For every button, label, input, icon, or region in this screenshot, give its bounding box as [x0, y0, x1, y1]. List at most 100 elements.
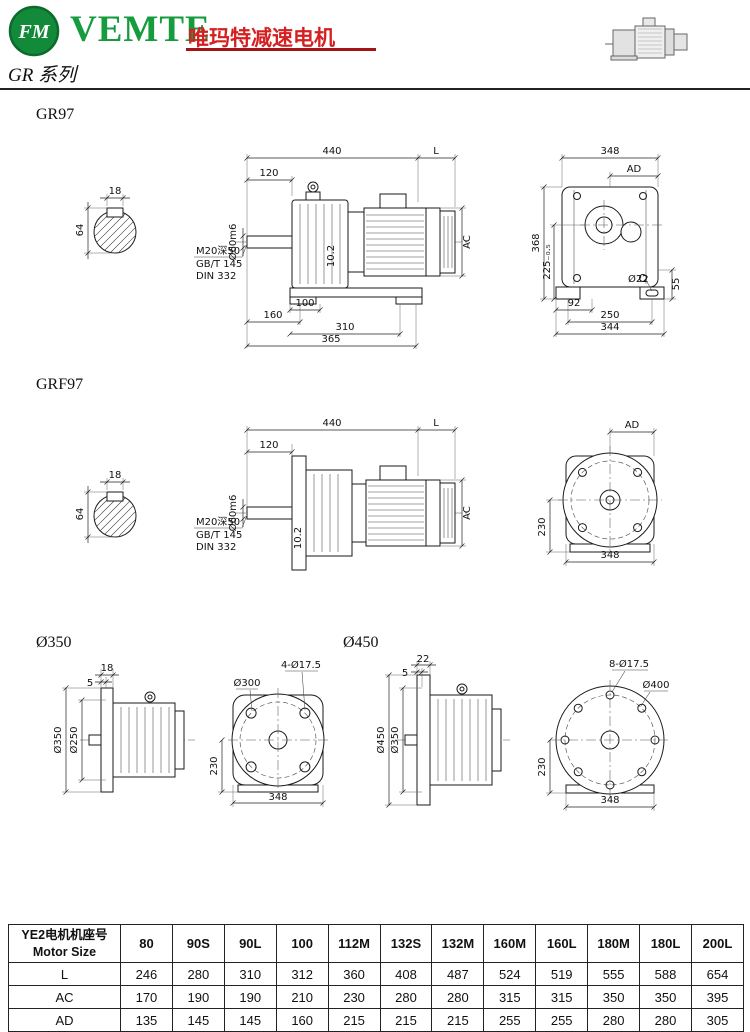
flange-drawings: 18 5 Ø350 Ø250 4-Ø17.5 Ø300 230 348	[52, 655, 670, 811]
dim-label: 5	[87, 678, 93, 689]
table-cell: 408	[379, 962, 433, 986]
dim-label: 120	[259, 440, 278, 451]
dim-label: 348	[600, 146, 619, 157]
dim-label: Ø22	[628, 273, 649, 285]
subtitle-underline	[186, 48, 376, 51]
dim-label: 64	[75, 224, 86, 237]
flange450-face-view: 8-Ø17.5 Ø400 230 348	[537, 658, 670, 811]
table-cell: 190	[171, 985, 225, 1009]
table-cell: 305	[690, 1008, 745, 1032]
dim-label: 440	[322, 146, 341, 157]
table-cell: 524	[483, 962, 537, 986]
table-cell: 145	[223, 1008, 277, 1032]
gr97-drawing: 18 64	[75, 146, 682, 349]
table-row-AC: AC 170 190 190 210 230 280 280 315 315 3…	[8, 985, 745, 1009]
dim-label: Ø300	[234, 677, 261, 689]
table-cell: 280	[379, 985, 433, 1009]
grf97-shaft-section: 18 64	[75, 470, 137, 543]
table-col-header: 180L	[639, 924, 692, 963]
flange450-profile-view: 22 5 Ø450 Ø350	[375, 655, 510, 808]
dim-label: 10.2	[326, 245, 337, 267]
dim-label: 230	[209, 756, 220, 775]
section-title-grf97: GRF97	[36, 376, 84, 393]
table-cell: 255	[535, 1008, 589, 1032]
table-col-header: 160M	[483, 924, 537, 963]
tap-note: M20深50	[196, 516, 240, 528]
table-col-header: 132S	[379, 924, 433, 963]
motor-illustration	[605, 17, 688, 61]
dim-label: Ø350	[389, 727, 401, 754]
dim-label: Ø450	[375, 727, 387, 754]
dim-label: AD	[627, 164, 642, 175]
dim-label: L	[433, 418, 439, 429]
dimension-table: YE2电机机座号 Motor Size 80 90S 90L 100 112M …	[8, 924, 745, 1032]
table-cell: 280	[171, 962, 225, 986]
dim-label: 18	[101, 663, 114, 674]
dim-label: 55	[671, 278, 682, 291]
table-cell: 160	[275, 1008, 329, 1032]
table-col-header: 100	[275, 924, 329, 963]
table-cell: 312	[275, 962, 329, 986]
table-col-header: 200L	[690, 924, 745, 963]
table-cell: 255	[483, 1008, 537, 1032]
brand-logo: FM	[8, 5, 60, 57]
dim-label: 160	[263, 310, 282, 321]
table-cell: 215	[431, 1008, 485, 1032]
dim-label: Ø350	[52, 727, 64, 754]
tap-standard: GB/T 145	[196, 530, 242, 541]
flange350-profile-view: 18 5 Ø350 Ø250	[52, 663, 195, 795]
tap-standard: DIN 332	[196, 542, 236, 553]
table-cell: 215	[379, 1008, 433, 1032]
table-cell: 190	[223, 985, 277, 1009]
dim-label: 365	[321, 334, 340, 345]
table-cell: 280	[639, 1008, 692, 1032]
table-cell: 246	[120, 962, 173, 986]
series-title: GR 系列	[8, 65, 77, 86]
grf97-side-view: AD 230 348	[537, 420, 662, 566]
logo-text: FM	[17, 21, 50, 43]
table-col-header: 80	[120, 924, 173, 963]
header-rule	[0, 88, 750, 90]
table-cell: 230	[327, 985, 381, 1009]
table-cell: 350	[639, 985, 692, 1009]
table-cell: 487	[431, 962, 485, 986]
table-col-header: 90S	[171, 924, 225, 963]
flange350-face-view: 4-Ø17.5 Ø300 230 348	[209, 659, 328, 807]
dim-label: AD	[625, 420, 640, 431]
table-cell: 280	[431, 985, 485, 1009]
table-col-header: 90L	[223, 924, 277, 963]
dim-label: 18	[109, 186, 122, 197]
dim-label: 230	[537, 757, 548, 776]
brand-subtitle: 唯玛特减速电机	[188, 27, 335, 50]
table-cell: 315	[483, 985, 537, 1009]
row-label: L	[8, 962, 121, 986]
dim-label: Ø250	[68, 727, 80, 754]
dim-label: 18	[109, 470, 122, 481]
dim-label: 100	[295, 298, 314, 309]
dim-label: 92	[568, 298, 581, 309]
tap-note: M20深50	[196, 245, 240, 257]
table-cell: 280	[587, 1008, 641, 1032]
table-cell: 360	[327, 962, 381, 986]
table-cell: 555	[587, 962, 641, 986]
dim-label: 22	[417, 655, 430, 665]
table-header-cn: YE2电机机座号	[21, 928, 108, 943]
table-col-header: 180M	[587, 924, 641, 963]
grf97-drawing: 18 64 440 L 120 Ø60m6 AC	[75, 418, 662, 571]
tap-standard: GB/T 145	[196, 259, 242, 270]
grf97-front-view: 440 L 120 Ø60m6 AC 10.2 M20深50 GB/T 145 …	[194, 418, 473, 571]
section-title-flange450: Ø450	[343, 634, 379, 651]
dim-label: 344	[600, 322, 619, 333]
dim-label: AC	[462, 235, 473, 249]
dim-label: L	[433, 146, 439, 157]
dim-label: 4-Ø17.5	[281, 659, 321, 671]
dim-label: 10.2	[293, 527, 304, 549]
table-cell: 519	[535, 962, 589, 986]
gr97-side-view: 348 AD 368 225₋₀.₅ 92 250 344 Ø22 55	[531, 146, 682, 337]
gr97-front-view: 440 L 120 Ø60m6 AC 10.2 M20深50 GB/T 145 …	[194, 146, 473, 349]
table-cell: 350	[587, 985, 641, 1009]
table-row-L: L 246 280 310 312 360 408 487 524 519 55…	[8, 962, 745, 986]
dim-label: 5	[402, 668, 408, 679]
section-title-flange350: Ø350	[36, 634, 72, 651]
